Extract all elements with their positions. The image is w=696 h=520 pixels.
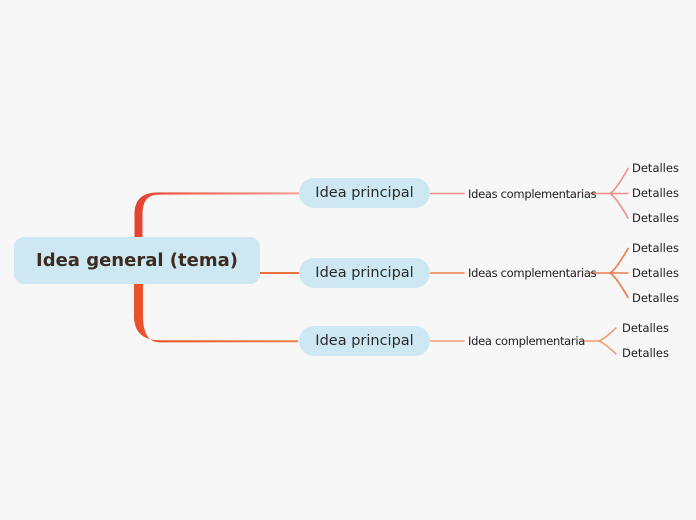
root-node-label: Idea general (tema) <box>36 250 238 271</box>
complementary-idea-label-3[interactable]: Idea complementaria <box>468 334 585 348</box>
detail-label[interactable]: Detalles <box>632 161 679 175</box>
main-idea-label: Idea principal <box>315 185 414 201</box>
main-idea-label: Idea principal <box>315 265 414 281</box>
detail-label[interactable]: Detalles <box>632 241 679 255</box>
main-idea-node-3[interactable]: Idea principal <box>299 326 430 356</box>
main-idea-node-1[interactable]: Idea principal <box>299 178 430 208</box>
complementary-ideas-label-2[interactable]: Ideas complementarias <box>468 266 597 280</box>
detail-label[interactable]: Detalles <box>632 186 679 200</box>
detail-label[interactable]: Detalles <box>632 211 679 225</box>
detail-label[interactable]: Detalles <box>632 291 679 305</box>
main-idea-node-2[interactable]: Idea principal <box>299 258 430 288</box>
main-idea-label: Idea principal <box>315 333 414 349</box>
detail-label[interactable]: Detalles <box>632 266 679 280</box>
branch1-connectors <box>429 167 629 219</box>
detail-label[interactable]: Detalles <box>622 346 669 360</box>
detail-label[interactable]: Detalles <box>622 321 669 335</box>
branch2-connectors <box>429 247 629 299</box>
root-node[interactable]: Idea general (tema) <box>14 237 260 284</box>
branch3-connectors <box>429 327 617 355</box>
complementary-ideas-label-1[interactable]: Ideas complementarias <box>468 187 597 201</box>
